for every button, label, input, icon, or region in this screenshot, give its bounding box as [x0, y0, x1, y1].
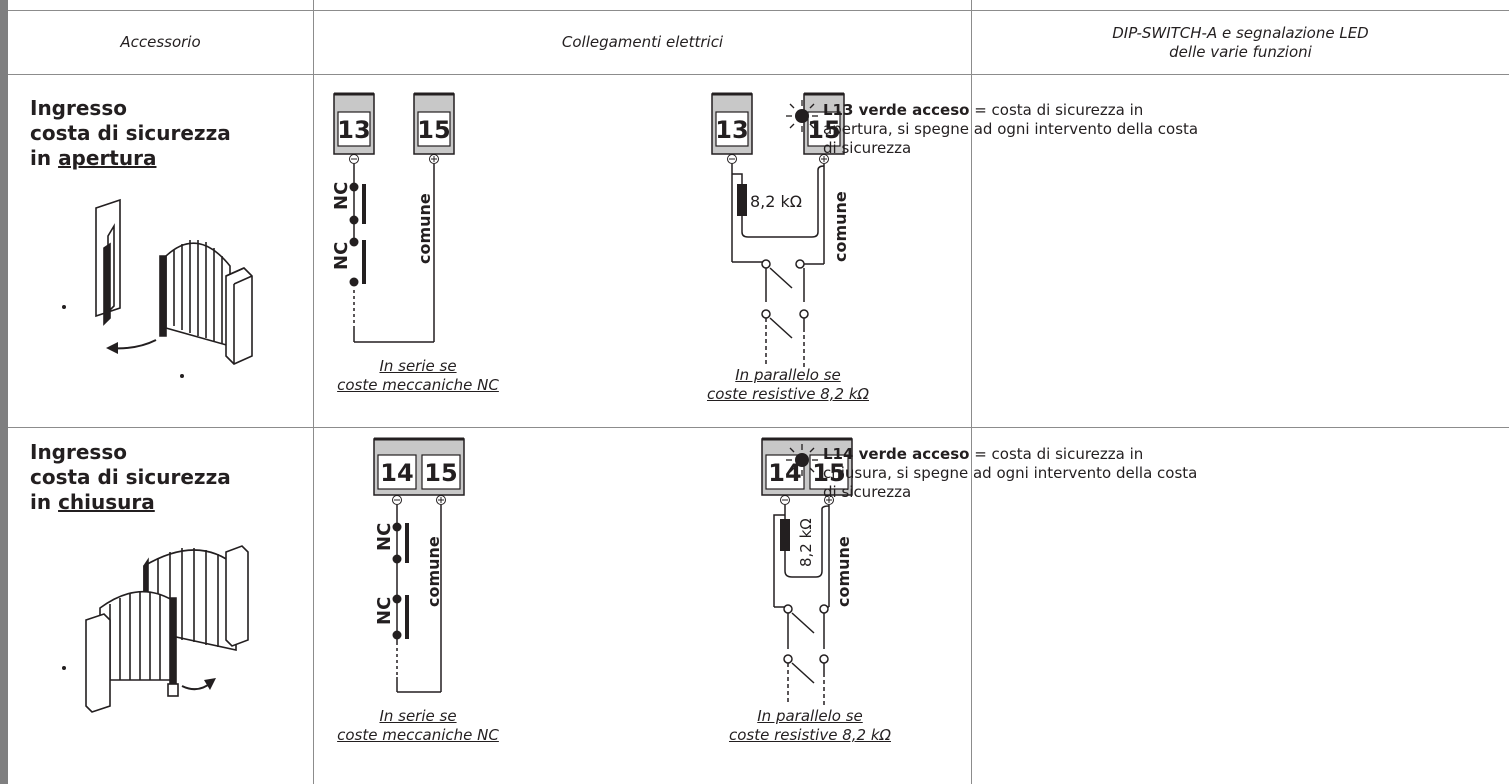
row-divider: [8, 427, 1509, 428]
accessory-title-chiusura: Ingresso costa di sicurezza in chiusura: [30, 440, 231, 515]
comune-label: comune: [831, 191, 850, 262]
terminal-15: 15: [812, 459, 845, 487]
nc-label: NC: [374, 597, 395, 625]
parallel-caption-1: In parallelo se coste resistive 8,2 kΩ: [706, 366, 869, 403]
led-on-icon: [786, 444, 818, 476]
title-line2: costa di sicurezza: [30, 121, 231, 145]
title-line3: in chiusura: [30, 490, 155, 514]
column-divider-1: [313, 0, 314, 784]
title-underlined: chiusura: [58, 490, 155, 514]
header-collegamenti: Collegamenti elettrici: [561, 33, 724, 51]
series-caption-2: In serie se coste meccaniche NC: [337, 707, 499, 744]
terminal-14: 14: [380, 459, 413, 487]
header-accessorio: Accessorio: [120, 33, 201, 51]
nc-label: NC: [374, 523, 395, 551]
title-line1: Ingresso: [30, 440, 127, 464]
title-line3: in apertura: [30, 146, 157, 170]
title-underlined: apertura: [58, 146, 157, 170]
series-wiring-diagram-2: 14 15 NC NC comune: [373, 437, 465, 693]
page-left-bar: [0, 0, 8, 784]
gate-opening-illustration: [62, 198, 253, 378]
parallel-wiring-diagram-2: 14 15 8,2 kΩ comune: [761, 437, 853, 705]
header-dip-switch-line1: DIP-SWITCH-A e segnalazione LED: [1112, 24, 1369, 42]
terminal-13: 13: [715, 116, 748, 144]
comune-label: comune: [834, 536, 853, 607]
parallel-wiring-diagram-1: 13 15 8,2 kΩ comune: [711, 92, 850, 367]
terminal-13: 13: [337, 116, 370, 144]
resistor-label: 8,2 kΩ: [797, 518, 815, 567]
nc-label: NC: [331, 242, 352, 270]
header-dip-switch-line2: delle varie funzioni: [1169, 43, 1312, 61]
table-top-border: [8, 10, 1509, 11]
resistor-label: 8,2 kΩ: [750, 192, 802, 211]
nc-label: NC: [331, 182, 352, 210]
series-wiring-diagram-1: 13 15 NC NC comune: [331, 92, 455, 343]
led-on-icon: [786, 100, 818, 132]
gate-closing-illustration: [62, 545, 249, 713]
led-description-1: L13 verde acceso = costa di sicurezza in…: [823, 101, 1199, 157]
column-divider-2: [971, 0, 972, 784]
title-line2: costa di sicurezza: [30, 465, 231, 489]
series-caption-1: In serie se coste meccaniche NC: [337, 357, 499, 394]
header-dip-switch: DIP-SWITCH-A e segnalazione LED delle va…: [972, 24, 1509, 62]
header-bottom-border: [8, 74, 1509, 75]
terminal-15: 15: [424, 459, 457, 487]
comune-label: comune: [424, 536, 443, 607]
title-line1: Ingresso: [30, 96, 127, 120]
led-description-2: L14 verde acceso = costa di sicurezza in…: [823, 445, 1198, 501]
terminal-15: 15: [807, 116, 840, 144]
parallel-caption-2: In parallelo se coste resistive 8,2 kΩ: [728, 707, 891, 744]
accessory-title-apertura: Ingresso costa di sicurezza in apertura: [30, 96, 231, 171]
comune-label: comune: [415, 193, 434, 264]
terminal-15: 15: [417, 116, 450, 144]
